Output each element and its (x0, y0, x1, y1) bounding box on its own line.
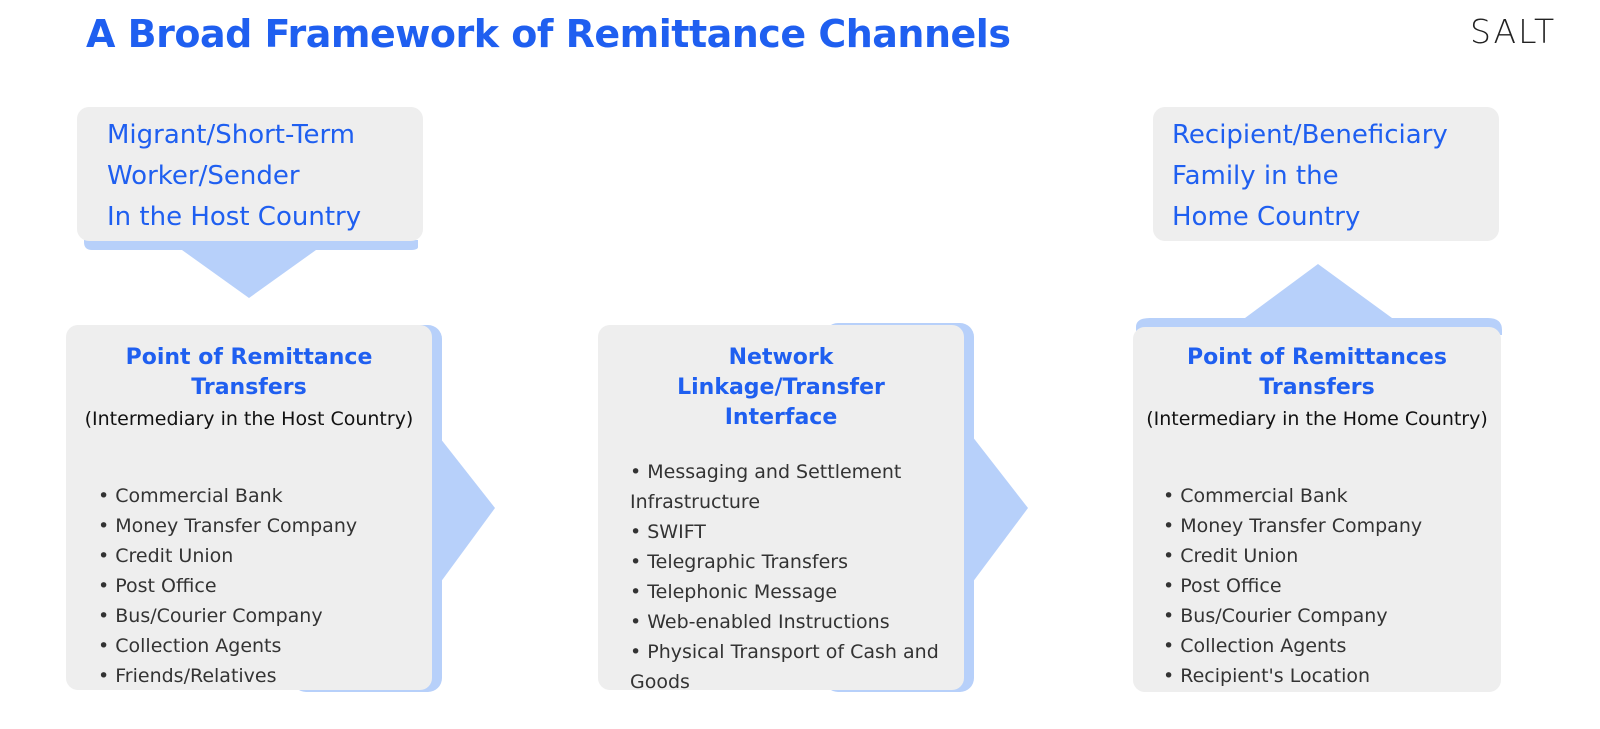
list-item: Bus/Courier Company (98, 601, 432, 631)
sender-line: Worker/Sender (107, 161, 300, 191)
recipient-line: Family in the (1172, 161, 1339, 191)
home-point-subtitle: (Intermediary in the Home Country) (1146, 408, 1488, 430)
home-point-panel: Point of Remittances Transfers (Intermed… (1133, 327, 1501, 692)
sender-box: Migrant/Short-Term Worker/Sender In the … (77, 107, 423, 241)
list-item: Collection Agents (1163, 631, 1501, 661)
list-item: Web-enabled Instructions (630, 607, 948, 637)
list-item: Collection Agents (98, 631, 432, 661)
list-item: Money Transfer Company (1163, 511, 1501, 541)
list-item: Physical Transport of Cash and Goods (630, 637, 948, 697)
list-item: Credit Union (1163, 541, 1501, 571)
arrow-right-to-network (440, 438, 495, 583)
list-item: Credit Union (98, 541, 432, 571)
home-point-title: Point of Remittances Transfers (1187, 345, 1447, 400)
recipient-line: Recipient/Beneficiary (1172, 120, 1448, 150)
arrow-right-to-home-point (972, 436, 1028, 583)
salt-logo: SALT (1470, 12, 1557, 51)
list-item: Telegraphic Transfers (630, 547, 948, 577)
list-item: Friends/Relatives (98, 661, 432, 691)
network-panel: Network Linkage/Transfer Interface Messa… (598, 325, 964, 693)
list-item: SWIFT (630, 517, 948, 547)
network-title: Network Linkage/Transfer Interface (677, 345, 885, 430)
host-point-panel: Point of Remittance Transfers (Intermedi… (66, 325, 432, 690)
sender-line: In the Host Country (107, 202, 362, 232)
list-item: Messaging and Settlement Infrastructure (630, 457, 948, 517)
arrow-up-to-recipient (1136, 264, 1502, 335)
arrow-down-to-host-point (84, 240, 418, 298)
home-point-list: Commercial Bank Money Transfer Company C… (1163, 481, 1501, 691)
host-point-subtitle: (Intermediary in the Host Country) (84, 408, 414, 430)
host-point-title: Point of Remittance Transfers (125, 345, 373, 400)
list-item: Commercial Bank (1163, 481, 1501, 511)
recipient-line: Home Country (1172, 202, 1361, 232)
list-item: Telephonic Message (630, 577, 948, 607)
list-item: Recipient's Location (1163, 661, 1501, 691)
host-point-list: Commercial Bank Money Transfer Company C… (98, 481, 432, 691)
recipient-box: Recipient/Beneficiary Family in the Home… (1153, 107, 1499, 241)
list-item: Bus/Courier Company (1163, 601, 1501, 631)
page-title: A Broad Framework of Remittance Channels (86, 12, 1011, 56)
list-item: Post Office (1163, 571, 1501, 601)
list-item: Commercial Bank (98, 481, 432, 511)
sender-line: Migrant/Short-Term (107, 120, 356, 150)
list-item: Post Office (98, 571, 432, 601)
list-item: Money Transfer Company (98, 511, 432, 541)
network-list: Messaging and Settlement Infrastructure … (630, 457, 948, 697)
